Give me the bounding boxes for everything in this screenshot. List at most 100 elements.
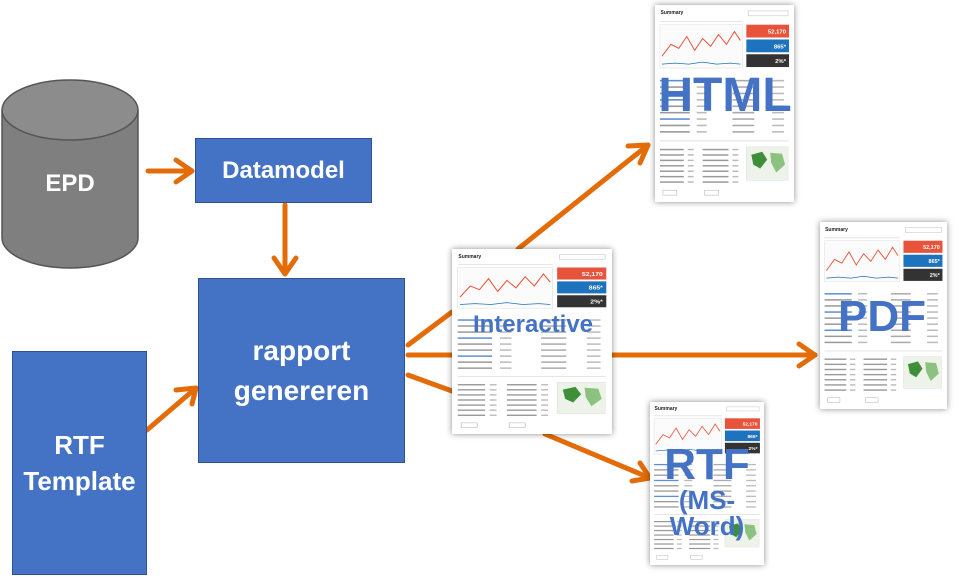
table-row-value — [858, 335, 868, 338]
table-row-text — [654, 538, 674, 541]
table-row-value — [586, 325, 601, 327]
table-row-value — [684, 490, 693, 492]
table-row-value — [713, 520, 719, 523]
table-row-text — [732, 118, 755, 120]
view-more-button — [690, 555, 703, 560]
table-row-value — [696, 118, 707, 120]
kpi-value: 2%* — [775, 59, 787, 65]
table-row-value — [732, 148, 739, 151]
table-row-text — [654, 501, 679, 503]
table-row-value — [684, 495, 693, 498]
baseline-line — [655, 448, 721, 452]
arrow-epd-to-datamodel — [145, 157, 195, 185]
table-row-text — [732, 86, 755, 88]
kpi-box — [746, 39, 790, 53]
table-row-text — [713, 463, 732, 466]
table-row-text — [457, 349, 492, 351]
table-row-value — [500, 349, 512, 351]
table-row-text — [824, 379, 847, 381]
table-row-value — [746, 501, 756, 503]
table-row-text — [457, 404, 486, 406]
table-row-value — [676, 520, 682, 523]
table-row-value — [696, 99, 707, 101]
table-row-value — [890, 373, 897, 376]
table-row-text — [702, 154, 729, 156]
table-row-value — [858, 317, 868, 319]
map-region — [770, 152, 786, 173]
table-row-value — [849, 389, 856, 391]
kpi-value: 52,170 — [923, 245, 940, 251]
table-row-text — [863, 368, 888, 371]
table-row-text — [890, 317, 911, 319]
kpi-box — [557, 281, 607, 294]
table-row-value — [772, 92, 785, 95]
table-row-text — [702, 170, 729, 172]
table-row-text — [654, 506, 679, 508]
table-row-text — [659, 181, 684, 183]
table-row-text — [713, 506, 732, 508]
table-row-text — [890, 311, 911, 313]
table-row-text — [732, 105, 755, 108]
table-row-value — [927, 317, 938, 319]
table-row-text — [506, 409, 537, 411]
table-row-value — [858, 329, 868, 332]
table-row-value — [696, 92, 707, 95]
date-range-select — [559, 254, 606, 260]
table-row-text — [541, 367, 567, 369]
table-row-value — [489, 404, 497, 406]
table-row-value — [489, 399, 497, 401]
kpi-box — [746, 54, 790, 68]
table-row-value — [541, 404, 548, 406]
table-row-value — [772, 79, 785, 82]
table-row-text — [506, 384, 537, 386]
epd-label: EPD — [45, 170, 95, 197]
table-row-text — [457, 367, 492, 369]
table-row-value — [687, 175, 694, 178]
table-row-value — [772, 86, 785, 88]
table-row-value — [890, 384, 897, 386]
table-row-text — [702, 159, 729, 162]
table-row-value — [732, 165, 739, 167]
table-row-value — [890, 368, 897, 371]
table-row-value — [541, 389, 548, 391]
table-row-text — [890, 335, 911, 338]
table-row-value — [772, 118, 785, 120]
table-row-text — [654, 534, 674, 536]
table-row-value — [696, 105, 707, 108]
table-row-value — [746, 479, 756, 482]
table-row-text — [659, 105, 690, 108]
table-row-text — [713, 501, 732, 503]
table-row-value — [696, 111, 707, 114]
table-row-value — [676, 529, 682, 532]
table-row-text — [457, 319, 492, 321]
rtf-template-box: RTF Template — [12, 351, 147, 575]
table-row-value — [541, 399, 548, 401]
table-row-text — [732, 99, 755, 101]
table-row-text — [689, 538, 711, 541]
table-row-text — [824, 368, 847, 371]
kpi-value: 52,170 — [743, 422, 758, 428]
table-row-text — [541, 337, 567, 339]
table-row-text — [732, 79, 755, 82]
trend-line — [655, 423, 721, 445]
table-row-value — [684, 479, 693, 482]
table-row-text — [654, 529, 674, 532]
kpi-value: 865* — [589, 285, 604, 291]
table-row-value — [858, 305, 868, 307]
arrow-datamodel-to-rapport — [271, 202, 299, 277]
table-row-text — [457, 361, 492, 363]
trend-chart-frame — [824, 240, 901, 283]
table-row-value — [684, 506, 693, 508]
table-row-value — [500, 337, 512, 339]
table-row-value — [732, 181, 739, 183]
thumbnail-title: Summary — [654, 406, 678, 413]
table-row-text — [654, 525, 674, 527]
table-row-value — [746, 485, 756, 487]
table-row-text — [863, 384, 888, 386]
table-row-value — [586, 343, 601, 345]
view-more-button — [460, 422, 478, 428]
table-row-text — [824, 389, 847, 391]
table-row-value — [541, 394, 548, 396]
